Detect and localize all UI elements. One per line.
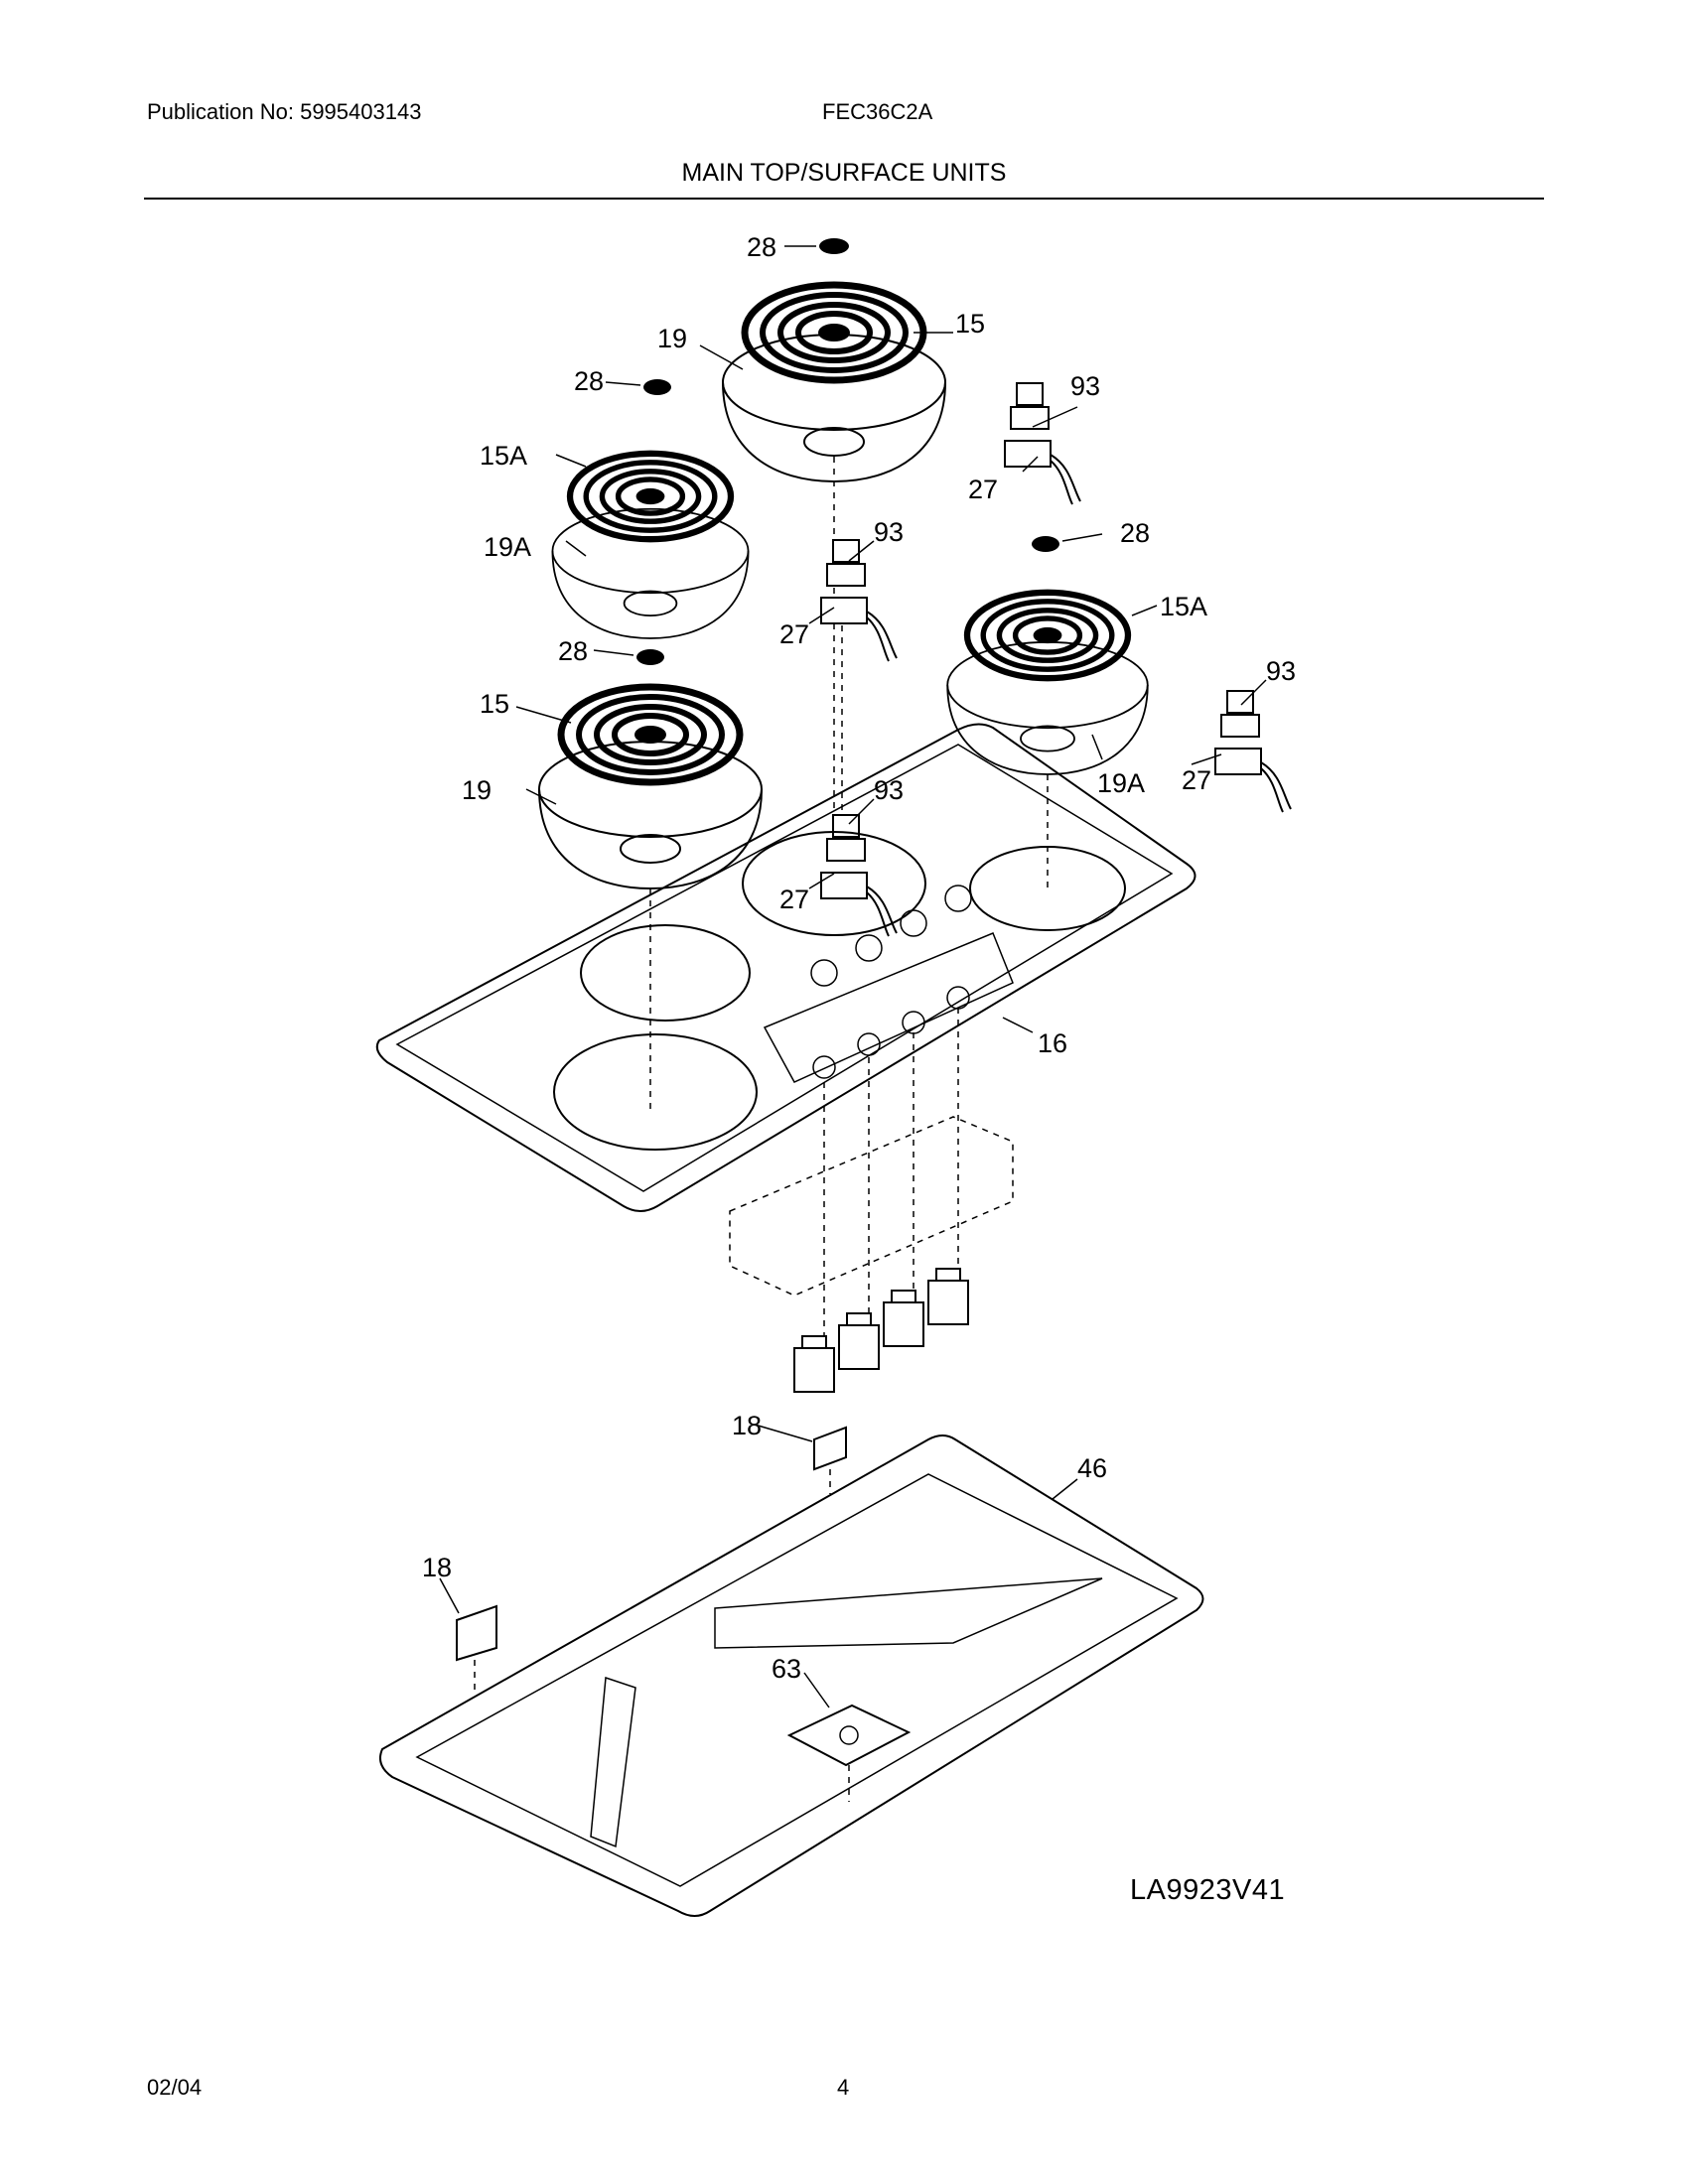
callout-28: 28 [1120,518,1150,548]
drip-pan-ring-cap [643,379,671,395]
terminal-block [1214,690,1292,813]
callout-27: 27 [779,619,809,649]
callout-16: 16 [1038,1028,1067,1058]
hinge-upper [813,1426,847,1494]
surface-coil [745,285,923,380]
callout-93: 93 [1266,656,1296,686]
terminal-block [820,539,898,662]
infinite-switch [838,1312,880,1370]
infinite-switch [927,1268,969,1325]
callout-93: 93 [874,517,904,547]
callout-27: 27 [779,885,809,914]
lower-left-element-assembly [538,649,898,1112]
right-element-assembly [946,536,1292,893]
upper-left-element-assembly [551,379,898,814]
callout-15: 15 [955,309,985,339]
header-rule [144,198,1544,200]
callout-93: 93 [874,775,904,805]
callout-28: 28 [747,232,776,262]
hinge-left [456,1604,497,1693]
infinite-switch [883,1290,924,1347]
surface-coil [967,593,1128,678]
callout-93: 93 [1070,371,1100,401]
terminal-block [1004,382,1081,505]
callout-19a: 19A [484,532,531,562]
callout-46: 46 [1077,1453,1107,1483]
callout-18: 18 [422,1553,452,1582]
callout-19: 19 [462,775,492,805]
drip-pan-ring-cap [636,649,664,665]
drip-pan-ring-cap [819,238,849,254]
publication-date: 02/04 [147,2075,203,2100]
callout-19a: 19A [1097,768,1145,798]
model-number: FEC36C2A [822,99,933,124]
callout-28: 28 [558,636,588,666]
surface-coil [570,454,731,539]
publication-number: Publication No: 5995403143 [147,99,422,124]
heat-shield-plate [786,1704,912,1802]
callout-labels: 28 15 19 93 27 28 15A 19A 93 27 28 15A 9… [422,232,1296,1684]
burner-box [379,1434,1204,1917]
callout-27: 27 [968,475,998,504]
callout-15: 15 [480,689,509,719]
surface-coil [561,687,740,782]
drawing-code: LA9923V41 [1130,1874,1286,1906]
callout-15a: 15A [480,441,527,471]
callout-19: 19 [657,324,687,353]
infinite-switch [793,1335,835,1393]
page-number: 4 [837,2075,850,2100]
drip-pan-ring-cap [1032,536,1059,552]
callout-15a: 15A [1160,592,1207,621]
leader-lines [439,245,1267,1708]
top-element-assembly [722,238,1081,814]
callout-27: 27 [1182,765,1211,795]
switch-bracket [729,1008,1014,1393]
callout-18: 18 [732,1411,762,1440]
callout-28: 28 [574,366,604,396]
callout-63: 63 [772,1654,801,1684]
main-top [375,723,1196,1212]
page-title: MAIN TOP/SURFACE UNITS [681,159,1007,187]
